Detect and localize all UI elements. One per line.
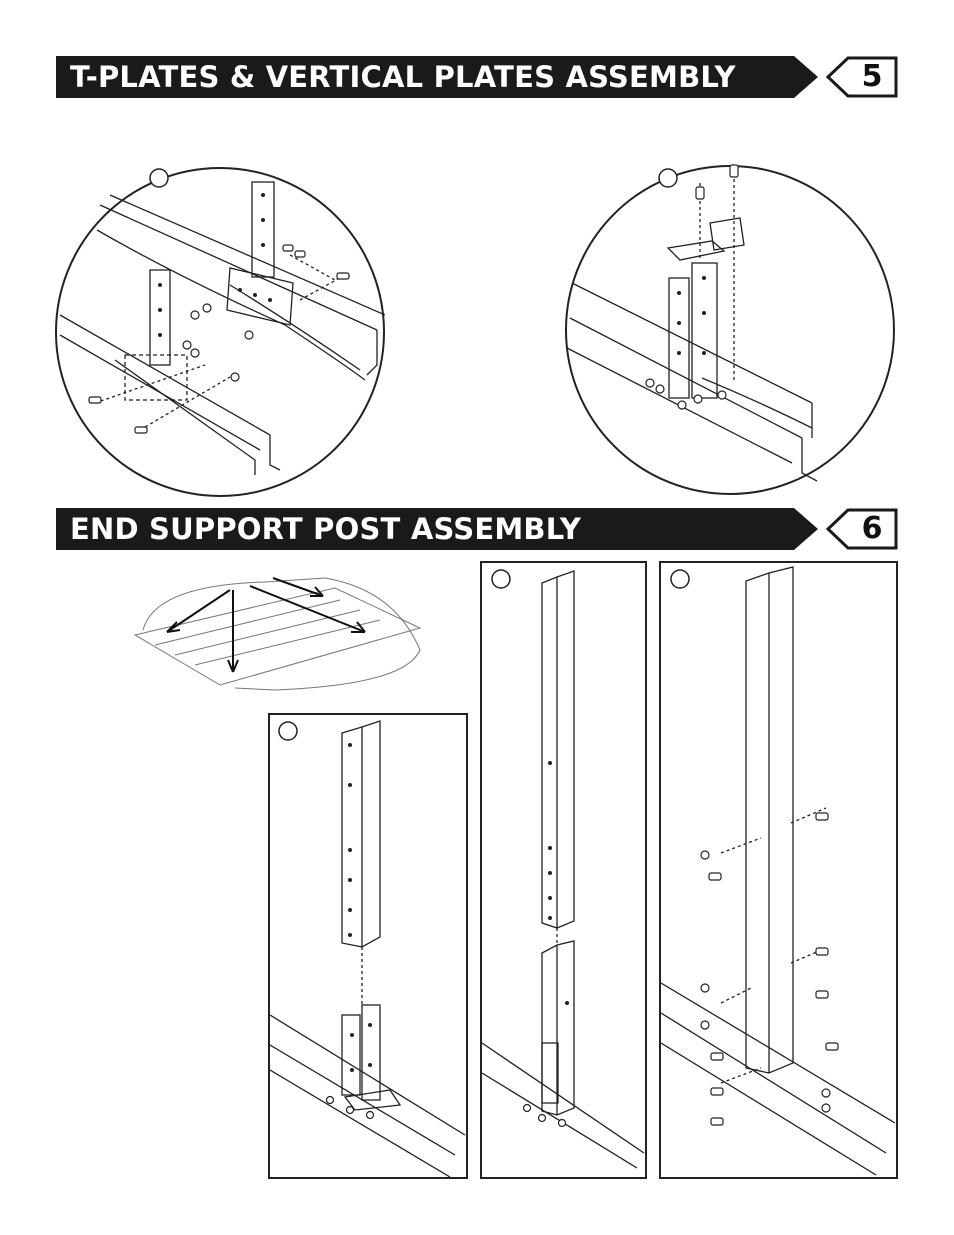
figure-marker bbox=[149, 168, 169, 188]
bolt-icons bbox=[88, 244, 350, 434]
step5-number: 5 bbox=[861, 59, 883, 94]
step6-number: 6 bbox=[861, 511, 883, 546]
pointer-arrows bbox=[166, 577, 366, 673]
figure-marker bbox=[658, 168, 678, 188]
figure-marker bbox=[278, 721, 298, 741]
figure-marker bbox=[670, 569, 690, 589]
post-assembly-panel-2 bbox=[480, 561, 647, 1179]
step6-banner-shape bbox=[56, 508, 898, 550]
step5-title: T-PLATES & VERTICAL PLATES ASSEMBLY bbox=[70, 60, 736, 94]
post-drawing bbox=[481, 569, 645, 1169]
step6-header: END SUPPORT POST ASSEMBLY 6 bbox=[56, 508, 898, 550]
post-drawing bbox=[660, 566, 896, 1176]
post-drawing bbox=[269, 720, 466, 1178]
post-assembly-panel-3 bbox=[659, 561, 898, 1179]
step5-banner-shape bbox=[56, 56, 898, 98]
screw-icons bbox=[645, 164, 739, 410]
frame-overview-diagram bbox=[133, 577, 422, 691]
t-plate-detail-circle bbox=[55, 167, 385, 497]
step5-header: T-PLATES & VERTICAL PLATES ASSEMBLY 5 bbox=[56, 56, 898, 98]
bolt-icons bbox=[700, 812, 839, 1126]
vertical-plate-detail-circle bbox=[565, 164, 895, 495]
step6-title: END SUPPORT POST ASSEMBLY bbox=[70, 512, 582, 546]
figure-marker bbox=[491, 569, 511, 589]
post-assembly-panel-1 bbox=[268, 713, 468, 1179]
